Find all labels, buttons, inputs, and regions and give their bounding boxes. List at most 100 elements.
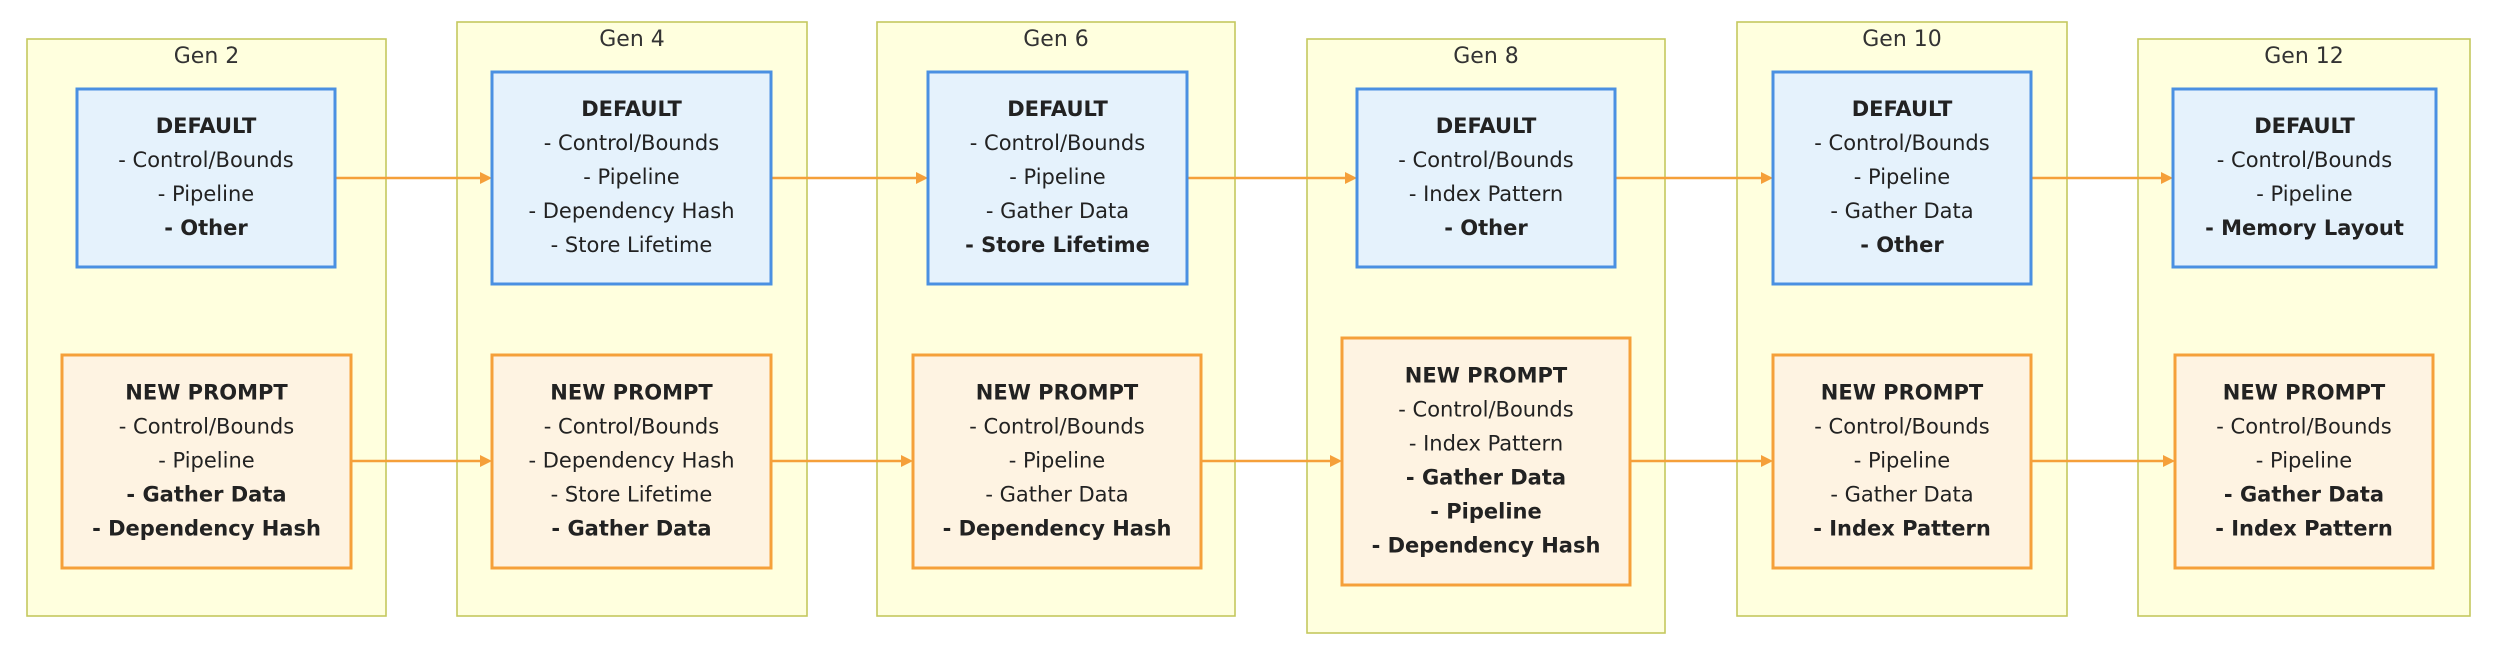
arrowhead-icon [916, 172, 928, 184]
default-node-item: - Control/Bounds [544, 131, 719, 155]
default-node-item: - Store Lifetime [551, 233, 713, 257]
default-node-item: - Gather Data [1830, 199, 1973, 223]
new-prompt-node-item: - Index Pattern [1409, 432, 1563, 456]
new-prompt-node-heading: NEW PROMPT [1821, 381, 1984, 405]
default-node-box [490, 70, 773, 286]
new-prompt-edge [351, 455, 492, 467]
new-prompt-node-item: - Dependency Hash [943, 517, 1172, 541]
default-node-item: - Control/Bounds [1814, 131, 1989, 155]
default-node-item: - Pipeline [2256, 182, 2352, 206]
generation-nodes: DEFAULT - Control/Bounds - Pipeline - Gathe… [911, 70, 1203, 570]
arrowhead-icon [901, 455, 913, 467]
new-prompt-node-item: - Gather Data [985, 483, 1128, 507]
default-node-item: - Other [1444, 216, 1528, 240]
default-node-heading: DEFAULT [2254, 114, 2355, 138]
new-prompt-node-heading: NEW PROMPT [1405, 364, 1568, 388]
new-prompt-node-box [60, 353, 353, 570]
new-prompt-node-item: - Dependency Hash [92, 517, 321, 541]
new-prompt-edge [2031, 455, 2175, 467]
new-prompt-node-item: - Control/Bounds [119, 415, 294, 439]
arrowhead-icon [480, 172, 492, 184]
default-node-heading: DEFAULT [1852, 97, 1953, 121]
new-prompt-node-box [1340, 336, 1632, 587]
new-prompt-edge [771, 455, 913, 467]
generation-title: Gen 12 [2264, 44, 2344, 69]
new-prompt-node-heading: NEW PROMPT [550, 381, 713, 405]
new-prompt-node-item: - Pipeline [158, 449, 254, 473]
new-prompt-node-box [1771, 353, 2033, 570]
new-prompt-node-item: - Dependency Hash [528, 449, 734, 473]
default-node-item: - Other [1860, 233, 1944, 257]
default-node-item: - Control/Bounds [970, 131, 1145, 155]
new-prompt-node-heading: NEW PROMPT [125, 381, 288, 405]
default-node-heading: DEFAULT [156, 114, 257, 138]
default-node-item: - Store Lifetime [965, 233, 1150, 257]
new-prompt-node-item: - Pipeline [1430, 500, 1541, 524]
new-prompt-node-heading: NEW PROMPT [2223, 381, 2386, 405]
default-node-heading: DEFAULT [581, 97, 682, 121]
new-prompt-node-item: - Control/Bounds [1814, 415, 1989, 439]
arrowhead-icon [1761, 455, 1773, 467]
generation-nodes: DEFAULT - Control/Bounds - Pipeline - Memor… [2171, 87, 2438, 570]
new-prompt-node-box [490, 353, 773, 570]
new-prompt-node-item: - Dependency Hash [1372, 534, 1601, 558]
generation-title: Gen 10 [1862, 27, 1942, 52]
default-node-item: - Pipeline [1009, 165, 1105, 189]
default-node-box [926, 70, 1189, 286]
default-node-item: - Gather Data [986, 199, 1129, 223]
new-prompt-node-item: - Pipeline [2256, 449, 2352, 473]
new-prompt-node-item: - Gather Data [126, 483, 286, 507]
generation-nodes: DEFAULT - Control/Bounds - Index Pattern - … [1340, 87, 1632, 587]
new-prompt-node-item: - Control/Bounds [544, 415, 719, 439]
new-prompt-node-item: - Index Pattern [2215, 517, 2393, 541]
generation-title: Gen 2 [174, 44, 240, 69]
new-prompt-node-item: - Pipeline [1854, 449, 1950, 473]
new-prompt-node-item: - Gather Data [2224, 483, 2384, 507]
default-edge [335, 172, 492, 184]
new-prompt-node-item: - Control/Bounds [2216, 415, 2391, 439]
default-node-box [2171, 87, 2438, 269]
new-prompt-node-item: - Store Lifetime [551, 483, 713, 507]
generation-nodes: DEFAULT - Control/Bounds - Pipeline - Gathe… [1771, 70, 2033, 570]
new-prompt-node-box [2173, 353, 2435, 570]
default-node-item: - Pipeline [1854, 165, 1950, 189]
default-node-item: - Other [164, 216, 248, 240]
default-node-item: - Index Pattern [1409, 182, 1563, 206]
arrowhead-icon [1330, 455, 1342, 467]
arrowhead-icon [2163, 455, 2175, 467]
new-prompt-node-item: - Control/Bounds [969, 415, 1144, 439]
new-prompt-node-heading: NEW PROMPT [976, 381, 1139, 405]
default-edge [771, 172, 928, 184]
new-prompt-node-item: - Control/Bounds [1398, 398, 1573, 422]
generation-title: Gen 6 [1023, 27, 1089, 52]
new-prompt-node-item: - Gather Data [1830, 483, 1973, 507]
new-prompt-node-box [911, 353, 1203, 570]
arrowhead-icon [1761, 172, 1773, 184]
default-node-item: - Memory Layout [2205, 216, 2404, 240]
arrowhead-icon [480, 455, 492, 467]
arrowhead-icon [1345, 172, 1357, 184]
default-node-item: - Dependency Hash [528, 199, 734, 223]
default-edge [1615, 172, 1773, 184]
default-node-heading: DEFAULT [1007, 97, 1108, 121]
default-node-heading: DEFAULT [1436, 114, 1537, 138]
new-prompt-edge [1630, 455, 1773, 467]
default-node-item: - Control/Bounds [118, 148, 293, 172]
generation-nodes: DEFAULT - Control/Bounds - Pipeline - Depen… [490, 70, 773, 570]
generation-title: Gen 8 [1453, 44, 1519, 69]
default-edge [1187, 172, 1357, 184]
generation-nodes: DEFAULT - Control/Bounds - Pipeline - Other… [60, 87, 353, 570]
default-node-box [75, 87, 337, 269]
new-prompt-node-item: - Index Pattern [1813, 517, 1991, 541]
default-node-item: - Pipeline [583, 165, 679, 189]
default-node-box [1355, 87, 1617, 269]
new-prompt-node-item: - Gather Data [1406, 466, 1566, 490]
arrowhead-icon [2161, 172, 2173, 184]
default-node-box [1771, 70, 2033, 286]
new-prompt-node-item: - Gather Data [551, 517, 711, 541]
default-node-item: - Control/Bounds [2217, 148, 2392, 172]
default-node-item: - Pipeline [158, 182, 254, 206]
default-edge [2031, 172, 2173, 184]
new-prompt-node-item: - Pipeline [1009, 449, 1105, 473]
